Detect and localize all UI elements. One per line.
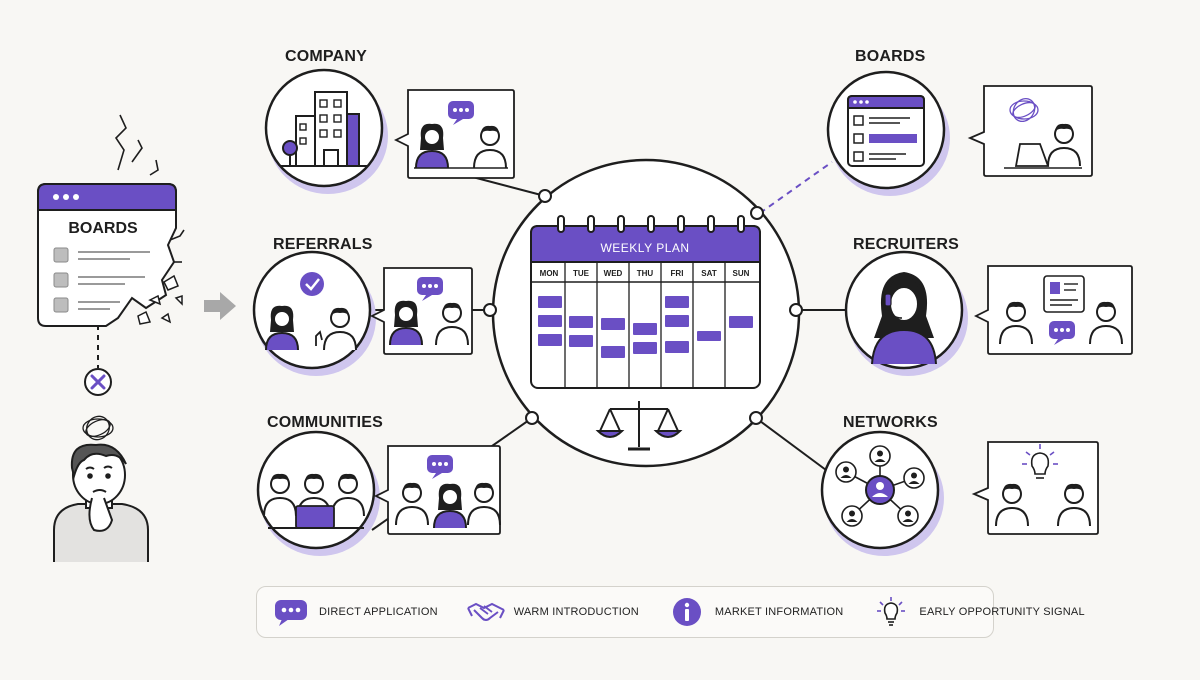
company-conversation-card	[393, 89, 515, 179]
x-mark-icon	[84, 368, 112, 396]
broken-boards-panel: BOARDS	[37, 114, 185, 327]
connector-dots	[483, 189, 803, 425]
legend-label: WARM INTRODUCTION	[513, 606, 639, 618]
day-label-sat: SAT	[701, 269, 717, 278]
boards-conversation-card	[967, 85, 1093, 177]
day-label-mon: MON	[540, 269, 559, 278]
legend-item-direct-application: DIRECT APPLICATION	[257, 587, 452, 637]
balance-scale-icon	[595, 401, 683, 451]
confused-thought-icon	[82, 415, 114, 441]
networks-icon-circle	[820, 430, 944, 556]
channel-label-networks: NETWORKS	[843, 414, 938, 431]
day-label-fri: FRI	[671, 269, 684, 278]
legend-item-market-information: MARKET INFORMATION	[653, 587, 857, 637]
lightbulb-icon	[871, 596, 911, 628]
company-icon-circle	[264, 68, 388, 194]
channel-label-recruiters: RECRUITERS	[853, 236, 960, 253]
day-label-wed: WED	[604, 269, 623, 278]
communities-icon-circle	[256, 430, 380, 556]
calendar-blocks	[538, 296, 753, 358]
legend-item-warm-introduction: WARM INTRODUCTION	[452, 587, 653, 637]
networks-conversation-card	[971, 441, 1099, 535]
communities-conversation-card	[373, 445, 501, 535]
info-icon	[667, 596, 707, 628]
boards-panel-title: BOARDS	[68, 220, 138, 237]
channel-label-communities: COMMUNITIES	[267, 414, 383, 431]
legend-label: DIRECT APPLICATION	[319, 606, 438, 618]
boards-icon-circle	[826, 70, 950, 196]
lightbulb-icon	[1022, 444, 1058, 479]
weekly-plan-hub: WEEKLY PLAN MON TUE WED THU FRI SAT SUN	[491, 158, 801, 468]
recruiters-conversation-card	[973, 265, 1133, 355]
legend-label: MARKET INFORMATION	[714, 606, 844, 618]
channel-label-referrals: REFERRALS	[273, 236, 373, 253]
day-label-sun: SUN	[733, 269, 750, 278]
day-label-tue: TUE	[573, 269, 590, 278]
calendar-title: WEEKLY PLAN	[600, 241, 689, 255]
channel-label-boards: BOARDS	[855, 48, 926, 65]
channel-label-company: COMPANY	[285, 48, 367, 65]
legend-label: EARLY OPPORTUNITY SIGNAL	[919, 606, 1085, 618]
day-label-thu: THU	[637, 269, 654, 278]
handshake-icon	[466, 596, 506, 628]
recruiters-icon-circle	[844, 250, 968, 376]
referrals-conversation-card	[369, 267, 473, 355]
legend-item-early-opportunity-signal: EARLY OPPORTUNITY SIGNAL	[857, 587, 1098, 637]
chat-bubble-icon	[271, 596, 311, 628]
confused-person-illustration	[53, 443, 149, 562]
calendar-card: WEEKLY PLAN MON TUE WED THU FRI SAT SUN	[530, 215, 761, 389]
arrow-right-icon	[204, 292, 236, 320]
legend: DIRECT APPLICATION WARM INTRODUCTION MAR…	[256, 586, 1085, 638]
referrals-icon-circle	[252, 250, 376, 376]
